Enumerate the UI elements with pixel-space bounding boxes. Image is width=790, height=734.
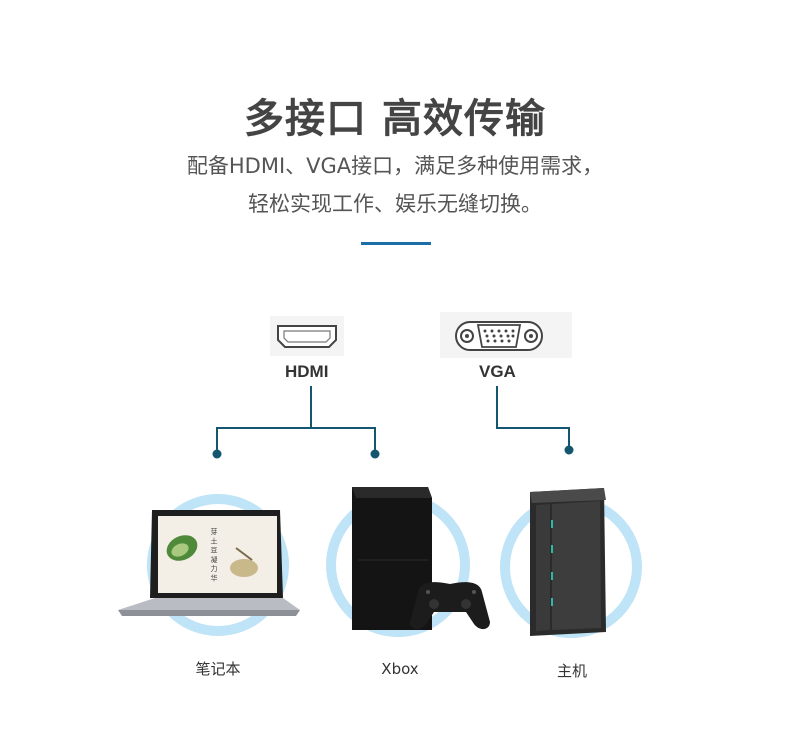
device-label-console: Xbox <box>381 660 419 678</box>
game-console-icon <box>352 487 490 630</box>
laptop-icon <box>118 510 300 616</box>
vga-port-icon <box>440 312 572 358</box>
device-label-desktop: 主机 <box>556 662 587 680</box>
connector-dots <box>212 445 574 459</box>
subtitle-line-1: 配备HDMI、VGA接口，满足多种使用需求， <box>186 154 604 178</box>
hdmi-port-icon <box>270 316 344 356</box>
subtitle-line-2: 轻松实现工作、娱乐无缝切换。 <box>248 192 542 216</box>
laptop-screen-text: 芽 土 豆 凝 力 华 <box>210 527 218 582</box>
hdmi-label: HDMI <box>285 362 329 381</box>
vga-label: VGA <box>479 362 516 381</box>
device-label-laptop: 笔记本 <box>195 660 241 678</box>
connector-lines <box>216 386 570 452</box>
accent-divider <box>361 242 431 245</box>
page-title: 多接口 高效传输 <box>244 96 546 142</box>
desktop-tower-icon <box>530 488 606 636</box>
